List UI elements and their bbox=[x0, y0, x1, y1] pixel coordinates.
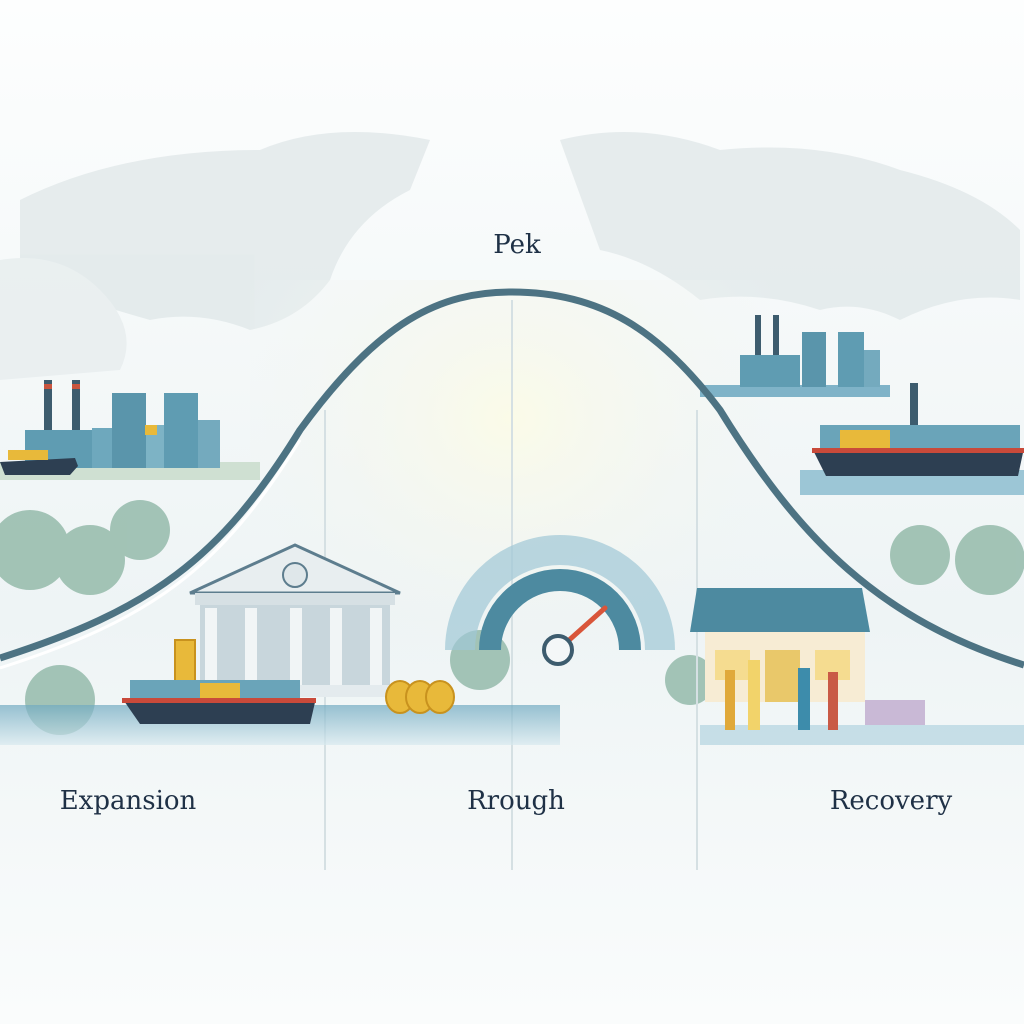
factory-city-right bbox=[700, 315, 918, 433]
gold-coins bbox=[174, 639, 455, 714]
label-trough: Rrough bbox=[467, 786, 565, 816]
gauge-meter bbox=[445, 535, 675, 666]
people bbox=[725, 660, 925, 730]
label-expansion: Expansion bbox=[59, 786, 197, 816]
label-recovery: Recovery bbox=[829, 786, 953, 816]
retail-store bbox=[690, 588, 870, 702]
economic-cycle-curve bbox=[0, 288, 1024, 669]
label-peak: Pek bbox=[493, 230, 541, 260]
trees-right bbox=[665, 525, 1024, 705]
factory-city-left bbox=[0, 380, 260, 480]
cargo-ship-right bbox=[800, 425, 1024, 495]
cargo-ship-left bbox=[122, 680, 316, 724]
bank-building bbox=[189, 543, 401, 697]
